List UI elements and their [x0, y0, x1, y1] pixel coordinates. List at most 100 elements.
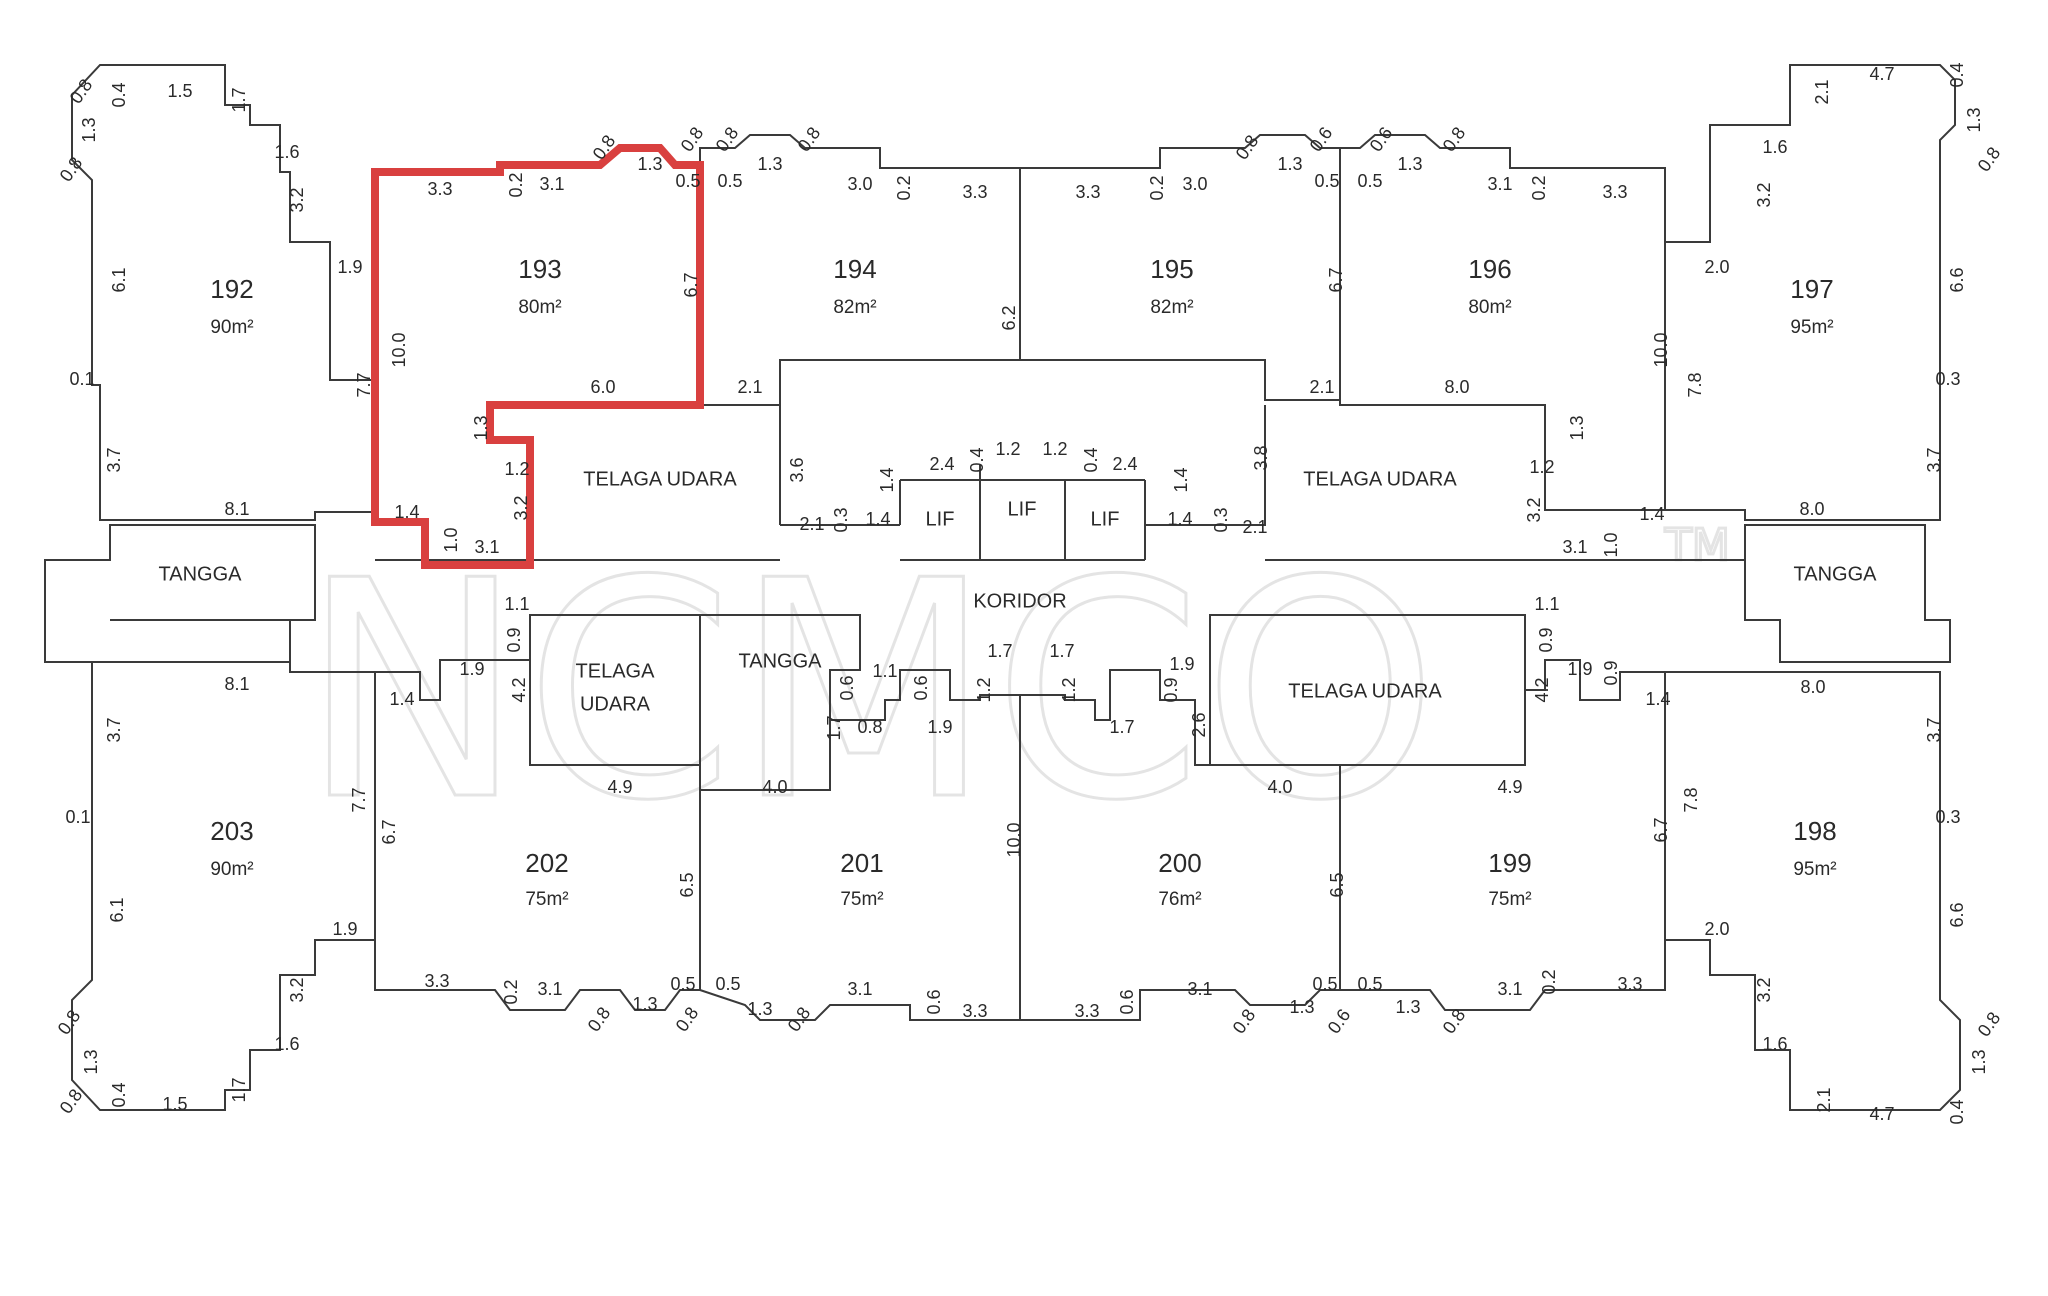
dimension-label: 0.6: [924, 989, 944, 1014]
dimension-label: 3.7: [104, 717, 124, 742]
dimension-label: 7.7: [354, 372, 374, 397]
dimension-label: 1.6: [274, 1034, 299, 1054]
dimension-label: 1.6: [274, 142, 299, 162]
unit-195-area: 82m²: [1150, 297, 1193, 318]
dimension-label: 2.1: [799, 514, 824, 534]
dimension-label: 8.1: [224, 674, 249, 694]
dimension-label: 4.7: [1869, 64, 1894, 84]
lif-3-label: LIF: [1091, 508, 1120, 530]
dimension-label: 0.5: [717, 171, 742, 191]
dimension-label: 2.1: [1812, 79, 1832, 104]
dimension-label: 3.1: [537, 979, 562, 999]
dimension-label: 1.9: [459, 659, 484, 679]
dimension-label: 0.5: [1314, 171, 1339, 191]
dimension-label: 3.1: [1487, 174, 1512, 194]
dimension-label: 2.0: [1704, 919, 1729, 939]
dimension-label: 1.3: [1969, 1049, 1989, 1074]
dimension-label: 0.9: [1161, 677, 1181, 702]
dimension-label: 6.1: [107, 897, 127, 922]
dimension-label: 10.0: [389, 332, 409, 367]
dimension-label: 0.6: [837, 675, 857, 700]
dimension-label: 1.7: [1049, 641, 1074, 661]
unit-192-area: 90m²: [210, 317, 253, 338]
telaga-lower-left-label-1: TELAGA: [576, 660, 656, 682]
dimension-label: 6.7: [1326, 267, 1346, 292]
unit-201-area: 75m²: [840, 889, 883, 910]
dimension-label: 0.9: [1536, 627, 1556, 652]
unit-203-number: 203: [210, 816, 253, 846]
unit-202-outline: [374, 659, 701, 1011]
dimension-label: 3.2: [1754, 182, 1774, 207]
dimension-label: 1.3: [1289, 997, 1314, 1017]
unit-196-area: 80m²: [1468, 297, 1511, 318]
dimension-label: 4.2: [509, 677, 529, 702]
dimension-label: 2.4: [929, 454, 954, 474]
unit-194-number: 194: [833, 254, 876, 284]
dimension-label: 6.7: [1651, 817, 1671, 842]
dimension-label: 1.7: [229, 87, 249, 112]
unit-201-outline: [699, 669, 1021, 1021]
dimension-label: 7.8: [1681, 787, 1701, 812]
telaga-udara-lower-right-label: TELAGA UDARA: [1288, 680, 1442, 702]
unit-197-number: 197: [1790, 274, 1833, 304]
watermark-tm: TM: [1664, 520, 1730, 571]
dimension-label: 3.7: [104, 447, 124, 472]
dimension-label: 3.3: [427, 179, 452, 199]
unit-202-area: 75m²: [525, 889, 568, 910]
dimension-label: 1.2: [974, 677, 994, 702]
unit-199-number: 199: [1488, 848, 1531, 878]
dimension-label: 6.5: [677, 872, 697, 897]
dimension-label: 1.0: [441, 527, 461, 552]
dimension-label: 0.9: [1601, 660, 1621, 685]
dimension-label: 1.4: [865, 509, 890, 529]
dimension-label: 1.3: [632, 994, 657, 1014]
dimension-label: 3.6: [787, 457, 807, 482]
dimension-label: 0.6: [1366, 123, 1397, 155]
dimension-label: 0.6: [1117, 989, 1137, 1014]
dimension-label: 0.8: [677, 123, 708, 155]
unit-203-outline: [71, 661, 376, 1111]
dimension-label: 1.6: [1762, 137, 1787, 157]
dimension-label: 0.5: [670, 974, 695, 994]
dimension-label: 1.3: [81, 1049, 101, 1074]
dimension-label: 1.2: [504, 459, 529, 479]
dimension-label: 0.5: [675, 171, 700, 191]
tangga-right-label: TANGGA: [1794, 563, 1878, 585]
unit-196-outline: [1339, 134, 1666, 511]
unit-198-number: 198: [1793, 816, 1836, 846]
dimension-label: 0.8: [56, 153, 87, 185]
dimension-label: 1.7: [229, 1077, 249, 1102]
dimension-label: 1.9: [1567, 659, 1592, 679]
lift-lobby-outline: [779, 405, 1266, 561]
dimension-label: 1.6: [1762, 1034, 1787, 1054]
lif-1-label: LIF: [926, 508, 955, 530]
dimension-label: 1.4: [1639, 504, 1664, 524]
dimension-label: 1.7: [987, 641, 1012, 661]
dimension-label: 3.2: [1754, 977, 1774, 1002]
dimension-label: 0.3: [1211, 507, 1231, 532]
dimension-label: 1.9: [332, 919, 357, 939]
unit-194-area: 82m²: [833, 297, 876, 318]
dimension-label: 3.1: [1562, 537, 1587, 557]
dimension-label: 0.2: [506, 172, 526, 197]
dimension-label: 1.1: [504, 594, 529, 614]
dimension-label: 0.8: [712, 123, 743, 155]
dimension-label: 0.8: [66, 75, 97, 107]
dimension-label: 2.1: [1814, 1087, 1834, 1112]
dimension-label: 4.9: [607, 777, 632, 797]
dimension-label: 3.2: [511, 495, 531, 520]
dimension-label: 2.6: [1189, 712, 1209, 737]
dimension-label: 8.0: [1799, 499, 1824, 519]
dimension-label: 0.6: [911, 675, 931, 700]
dimension-label: 1.3: [1395, 997, 1420, 1017]
watermark-text: NCMCO: [300, 517, 1438, 866]
dimension-label: 0.8: [784, 1003, 815, 1035]
dimension-label: 3.3: [1075, 182, 1100, 202]
dimension-label: 0.4: [109, 82, 129, 107]
unit-labels: 192 90m² 193 80m² 194 82m² 195 82m² 196 …: [210, 254, 1836, 910]
dimension-label: 10.0: [1651, 332, 1671, 367]
dimension-label: 0.8: [857, 717, 882, 737]
dimension-label: 0.2: [1529, 175, 1549, 200]
dimension-label: 8.0: [1444, 377, 1469, 397]
